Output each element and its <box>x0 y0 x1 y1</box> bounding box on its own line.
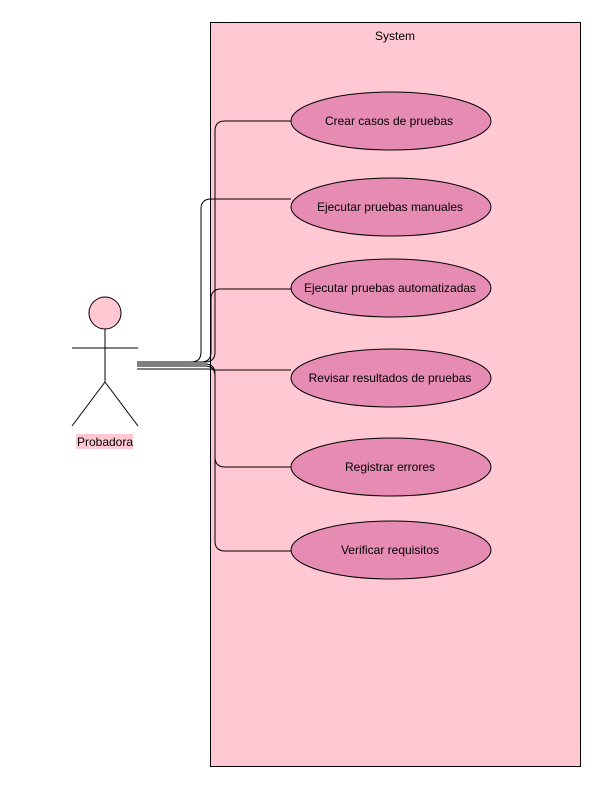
use-case-ellipse <box>290 437 492 497</box>
actor-label: Probadora <box>77 435 133 449</box>
use-case-ejecutar-automatizadas[interactable]: Ejecutar pruebas automatizadas <box>290 258 492 318</box>
use-case-ellipse <box>290 258 492 318</box>
use-case-ellipse <box>290 348 492 408</box>
associations <box>137 120 291 552</box>
use-case-label: Registrar errores <box>345 460 435 474</box>
use-case-ellipse <box>290 177 492 237</box>
stick-figure-icon <box>71 296 139 427</box>
use-case-ejecutar-manuales[interactable]: Ejecutar pruebas manuales <box>290 177 492 237</box>
system-title: System <box>375 29 415 43</box>
actor-right-leg <box>104 381 139 427</box>
use-case-verificar-requisitos[interactable]: Verificar requisitos <box>290 520 492 580</box>
association-verificar-requisitos[interactable] <box>137 363 291 552</box>
actor-left-leg <box>71 381 106 427</box>
association-crear-casos[interactable] <box>137 120 291 363</box>
actor-head <box>88 296 122 330</box>
actor-probadora[interactable]: Probadora <box>71 296 139 449</box>
use-case-label: Revisar resultados de pruebas <box>309 371 472 385</box>
use-case-registrar-errores[interactable]: Registrar errores <box>290 437 492 497</box>
use-case-revisar-resultados[interactable]: Revisar resultados de pruebas <box>290 348 492 408</box>
use-case-label: Verificar requisitos <box>341 543 439 557</box>
use-case-ellipse <box>290 91 492 151</box>
association-ejecutar-manuales[interactable] <box>137 198 291 363</box>
use-case-crear-casos[interactable]: Crear casos de pruebas <box>290 91 492 151</box>
use-case-label: Ejecutar pruebas automatizadas <box>304 281 476 295</box>
use-case-ellipse <box>290 520 492 580</box>
use-case-label: Crear casos de pruebas <box>325 114 453 128</box>
actor-label-background <box>76 434 133 449</box>
use-case-label: Ejecutar pruebas manuales <box>317 200 463 214</box>
association-ejecutar-automatizadas[interactable] <box>137 288 291 363</box>
